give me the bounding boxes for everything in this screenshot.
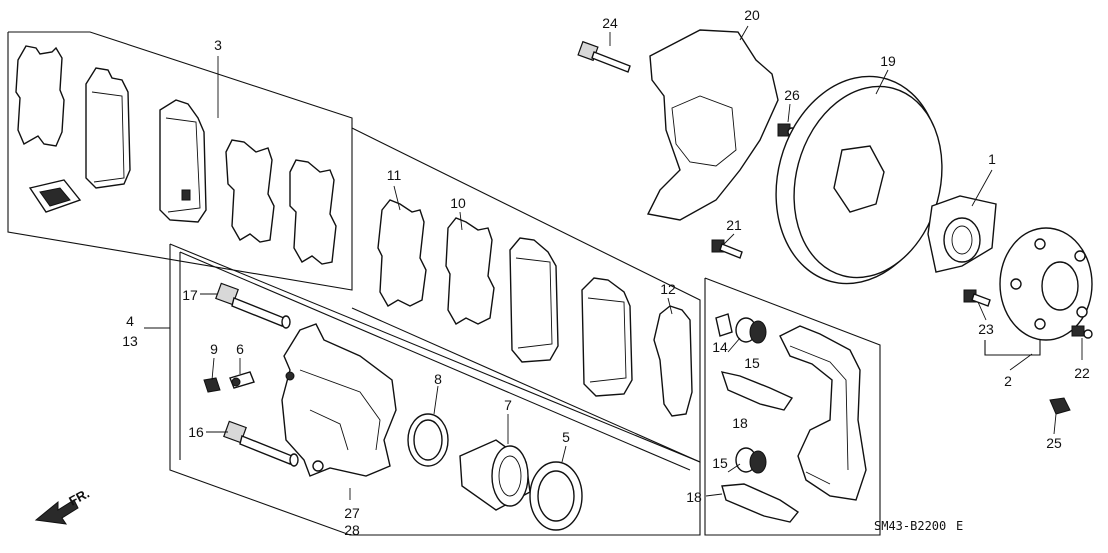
callout-27: 27 (344, 505, 360, 521)
callout-18b: 18 (686, 489, 702, 505)
callout-20: 20 (744, 7, 760, 23)
group-outlines (7, 31, 1041, 536)
pin-boot-15b (735, 447, 767, 474)
caliper-outline-inner (179, 251, 691, 471)
callout-1: 1 (988, 151, 996, 167)
bracket-outline (704, 277, 881, 536)
caliper-bracket (779, 325, 867, 501)
hub-bracket (984, 340, 1041, 356)
callout-13: 13 (122, 333, 138, 349)
pad-set-parts (377, 199, 693, 417)
pad-set-outline (351, 127, 701, 463)
pad-2 (159, 99, 207, 223)
callout-8: 8 (434, 371, 442, 387)
diagram-code: SM43-B2200 E (874, 519, 963, 533)
pad-inner (509, 237, 559, 363)
callout-25: 25 (1046, 435, 1062, 451)
callouts: 3 11 10 12 4 13 17 9 6 16 8 7 5 27 28 24… (122, 7, 1090, 538)
pin-boot-15a (735, 317, 767, 344)
bolt-21 (711, 239, 743, 259)
callout-16: 16 (188, 424, 204, 440)
hub-bearing-1 (927, 195, 997, 273)
caliper-parts (203, 282, 583, 531)
callout-21: 21 (726, 217, 742, 233)
wheel-hub-2 (999, 227, 1093, 341)
callout-28: 28 (344, 522, 360, 538)
callout-2: 2 (1004, 373, 1012, 389)
callout-26: 26 (784, 87, 800, 103)
caliper-body (281, 323, 397, 477)
diagram-code-suffix: E (956, 519, 963, 533)
callout-22: 22 (1074, 365, 1090, 381)
retainer-clip-18a (720, 371, 794, 411)
stud-22 (1071, 325, 1093, 339)
bleeder-screw-6 (229, 371, 255, 389)
piston-7 (459, 439, 531, 511)
splash-shield-20 (646, 29, 779, 221)
callout-24: 24 (602, 15, 618, 31)
callout-11: 11 (387, 167, 402, 183)
diagram-code-text: SM43-B2200 (874, 519, 946, 533)
callout-18a: 18 (732, 415, 748, 431)
stud-23 (963, 289, 991, 307)
brake-rotor-19 (775, 75, 943, 285)
caliper-outline (169, 243, 701, 536)
shim-2 (225, 139, 275, 243)
callout-14: 14 (712, 339, 728, 355)
pad-outer (581, 277, 633, 397)
leader-lines (144, 25, 1083, 500)
callout-15b: 15 (712, 455, 728, 471)
callout-12: 12 (660, 281, 676, 297)
pad-kit-parts (15, 45, 337, 265)
retainer-clip-18b (721, 483, 800, 523)
callout-23: 23 (978, 321, 994, 337)
callout-4: 4 (126, 313, 134, 329)
shim-10 (445, 217, 495, 325)
callout-9: 9 (210, 341, 218, 357)
callout-7: 7 (504, 397, 512, 413)
shim-3 (289, 159, 337, 265)
callout-17: 17 (182, 287, 198, 303)
bracket-parts (711, 239, 867, 523)
callout-10: 10 (450, 195, 466, 211)
guide-pin-bolt-17 (215, 282, 291, 329)
callout-6: 6 (236, 341, 244, 357)
callout-15a: 15 (744, 355, 760, 371)
guide-pin-bolt-16 (223, 420, 299, 467)
front-arrow-icon (34, 499, 79, 525)
shim-1 (15, 45, 65, 147)
shim-12 (653, 305, 693, 417)
callout-3: 3 (214, 37, 222, 53)
front-direction-indicator: FR. (34, 486, 92, 525)
spindle-nut-25 (1049, 397, 1071, 415)
bleeder-cap-9 (203, 377, 221, 393)
callout-19: 19 (880, 53, 896, 69)
pad-kit-outline (7, 31, 353, 291)
pin-boot-14 (715, 313, 733, 337)
bolt-24 (577, 40, 631, 73)
shim-11 (377, 199, 427, 307)
callout-5: 5 (562, 429, 570, 445)
pad-1 (85, 67, 131, 189)
rotor-hub-parts (577, 29, 1093, 415)
